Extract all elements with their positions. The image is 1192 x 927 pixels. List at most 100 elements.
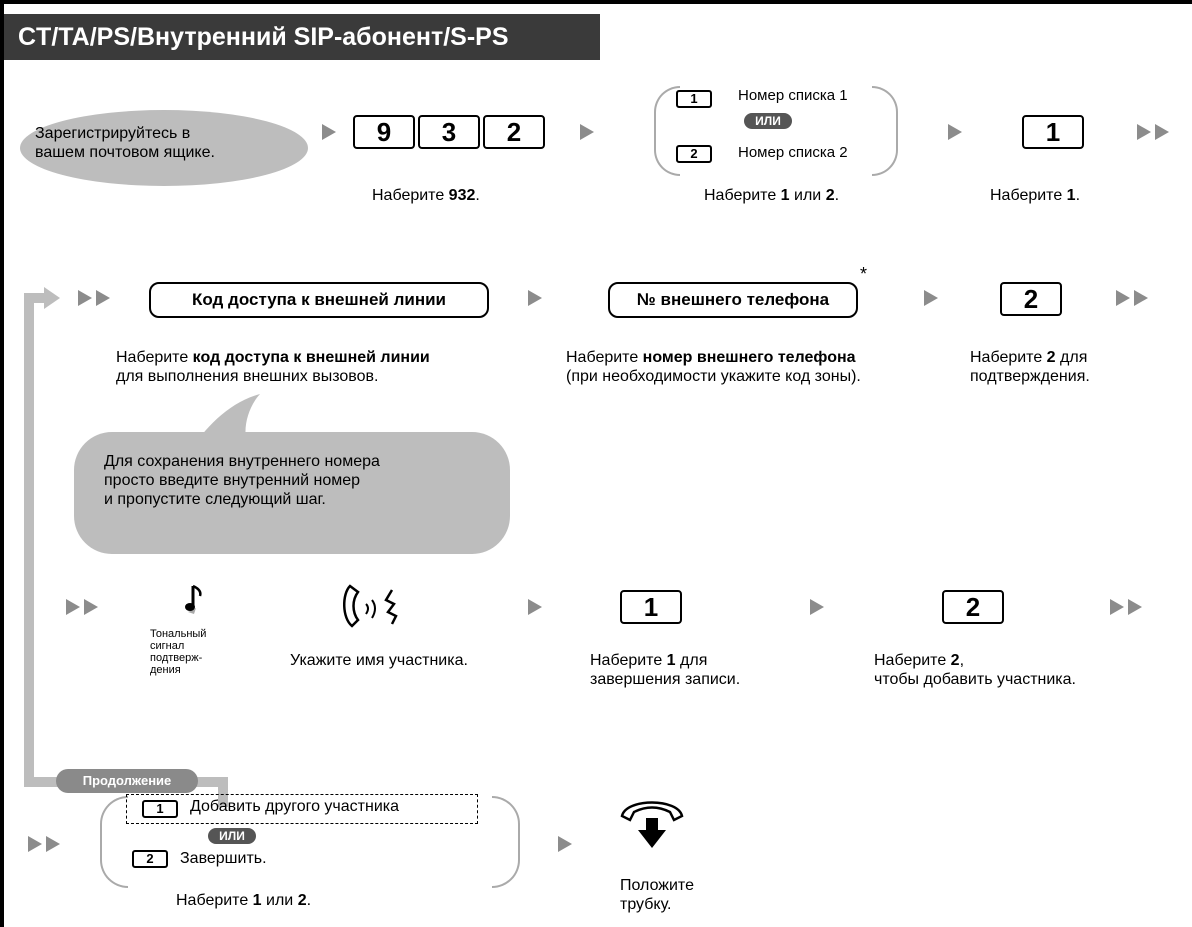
arrow-icon: [1137, 124, 1151, 140]
option-key-1: 1: [142, 800, 178, 818]
confirm-desc-line2: подтверждения.: [970, 368, 1090, 385]
bracket-right: [872, 86, 898, 176]
arrow-icon: [322, 124, 336, 140]
note-line-2: просто введите внутренний номер: [104, 472, 361, 489]
add-member-desc: Наберите 2, чтобы добавить участника.: [874, 651, 1174, 689]
dial-12-suffix: .: [834, 187, 840, 204]
dial-12-b2: 2: [297, 892, 307, 909]
arrow-icon: [1134, 290, 1148, 306]
dial-12-suffix: .: [306, 892, 312, 909]
phone-desc: Наберите номер внешнего телефона (при не…: [566, 348, 956, 386]
phone-desc-bold: номер внешнего телефона: [642, 349, 856, 366]
add-member-bold: 2: [950, 652, 960, 669]
end-rec-line2: завершения записи.: [590, 671, 741, 688]
frame-top-line: [0, 0, 1192, 4]
arrow-icon: [1155, 124, 1169, 140]
login-line-2: вашем почтовом ящике.: [35, 144, 215, 161]
tone-line-2: сигнал: [150, 640, 185, 652]
phone-desc-prefix: Наберите: [566, 349, 643, 366]
bracket-right: [492, 796, 520, 888]
tone-label: Тональный сигнал подтверж- дения: [150, 628, 230, 676]
arrow-icon: [78, 290, 92, 306]
dial-12-text: Наберите 1 или 2.: [176, 891, 311, 910]
confirm-desc-prefix: Наберите: [970, 349, 1047, 366]
dial-1-prefix: Наберите: [990, 187, 1067, 204]
dial-932-prefix: Наберите: [372, 187, 449, 204]
arrow-icon: [84, 599, 98, 615]
dial-12-mid: или: [789, 187, 826, 204]
key-3: 3: [418, 115, 480, 149]
dial-12-text: Наберите 1 или 2.: [704, 186, 839, 205]
list-opt2-label: Номер списка 2: [738, 144, 848, 161]
key-1: 1: [620, 590, 682, 624]
speak-desc: Укажите имя участника.: [290, 652, 468, 669]
continue-label: Продолжение: [56, 769, 198, 793]
tone-line-1: Тональный: [150, 628, 207, 640]
arrow-icon: [46, 836, 60, 852]
dial-932-suffix: .: [475, 187, 480, 204]
music-note-icon: [185, 584, 202, 614]
note-bubble-text: Для сохранения внутреннего номера просто…: [104, 452, 504, 509]
tone-line-4: дения: [150, 664, 181, 676]
login-bubble-text: Зарегистрируйтесь в вашем почтовом ящике…: [35, 124, 305, 162]
dial-1-text: Наберите 1.: [990, 186, 1080, 205]
or-pill: ИЛИ: [744, 113, 792, 129]
key-9: 9: [353, 115, 415, 149]
login-bubble: [20, 110, 308, 186]
add-member-suffix: ,: [959, 652, 965, 669]
dial-12-prefix: Наберите: [704, 187, 781, 204]
end-record-desc: Наберите 1 для завершения записи.: [590, 651, 810, 689]
access-desc-prefix: Наберите: [116, 349, 193, 366]
hangup-label: Положите трубку.: [620, 876, 694, 914]
dial-932-bold: 932: [448, 187, 476, 204]
dial-12-prefix: Наберите: [176, 892, 253, 909]
dial-1-bold: 1: [1066, 187, 1076, 204]
add-member-line2: чтобы добавить участника.: [874, 671, 1076, 688]
arrow-icon: [810, 599, 824, 615]
list-key-2: 2: [676, 145, 712, 163]
option-key-2: 2: [132, 850, 168, 868]
asterisk: *: [860, 264, 868, 284]
dial-932-text: Наберите 932.: [372, 186, 480, 205]
loop-connector-vertical: [24, 293, 34, 787]
note-line-1: Для сохранения внутреннего номера: [104, 453, 380, 470]
add-member-prefix: Наберите: [874, 652, 951, 669]
phone-desc-line2: (при необходимости укажите код зоны).: [566, 368, 861, 385]
dial-12-b2: 2: [825, 187, 835, 204]
end-rec-prefix: Наберите: [590, 652, 667, 669]
confirm-desc: Наберите 2 для подтверждения.: [970, 348, 1170, 386]
frame-left-line: [0, 0, 4, 927]
login-line-1: Зарегистрируйтесь в: [35, 125, 191, 142]
arrow-icon: [96, 290, 110, 306]
dial-1-suffix: .: [1075, 187, 1081, 204]
note-line-3: и пропустите следующий шаг.: [104, 491, 326, 508]
loop-connector-drop: [218, 777, 228, 807]
arrow-icon: [1116, 290, 1130, 306]
confirm-desc-bold: 2: [1046, 349, 1056, 366]
arrow-icon: [528, 290, 542, 306]
page-title: CT/TA/PS/Внутренний SIP-абонент/S-PS: [4, 14, 600, 60]
hang-up-handset-icon: [620, 801, 684, 848]
option-1-label: Добавить другого участника: [190, 798, 400, 815]
option-2-label: Завершить.: [180, 850, 267, 867]
loop-arrowhead-icon: [44, 287, 60, 309]
arrow-icon: [948, 124, 962, 140]
key-2: 2: [483, 115, 545, 149]
arrow-icon: [1128, 599, 1142, 615]
arrow-icon: [558, 836, 572, 852]
option-1-box: [126, 794, 478, 824]
or-pill: ИЛИ: [208, 828, 256, 844]
arrow-icon: [1110, 599, 1124, 615]
bracket-left: [100, 796, 128, 888]
speaking-handset-icon: [343, 584, 398, 628]
arrow-icon: [28, 836, 42, 852]
arrow-icon: [580, 124, 594, 140]
key-2: 2: [942, 590, 1004, 624]
dial-12-b1: 1: [780, 187, 790, 204]
confirm-desc-suffix: для: [1055, 349, 1088, 366]
list-key-1: 1: [676, 90, 712, 108]
hangup-line-1: Положите: [620, 877, 694, 894]
end-rec-bold: 1: [666, 652, 676, 669]
loop-connector-top: [24, 293, 48, 303]
key-2: 2: [1000, 282, 1062, 316]
